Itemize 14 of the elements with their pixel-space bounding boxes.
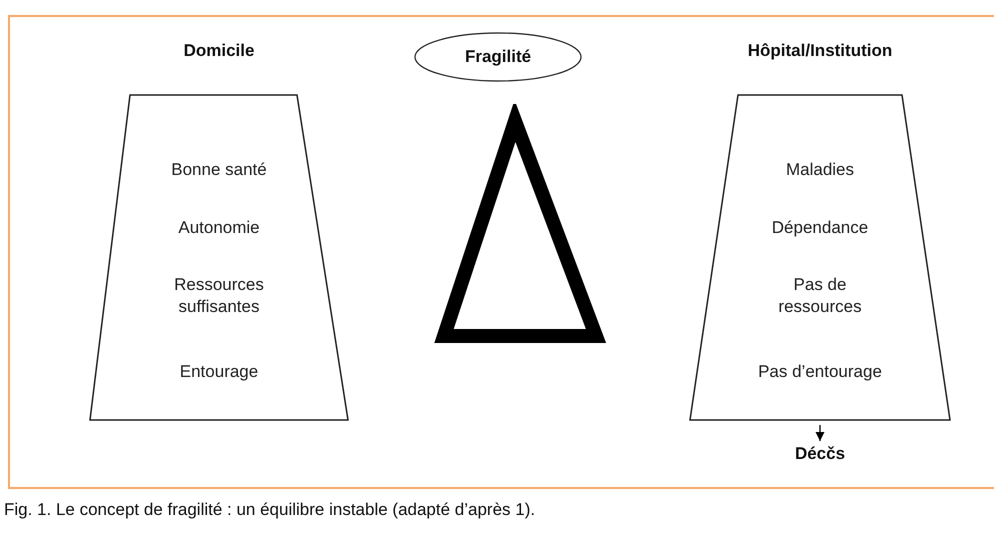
list-item: Maladies [784, 159, 856, 181]
list-item: Entourage [178, 361, 260, 383]
figure-caption: Fig. 1. Le concept de fragilité : un équilibre instable (adapté d’après 1). [4, 500, 536, 520]
list-item: Pas d’entourage [757, 361, 883, 383]
list-item: Bonne santé [170, 159, 268, 181]
list-item: Pas de ressources [777, 274, 863, 318]
arrow [816, 425, 824, 441]
list-item: Autonomie [177, 217, 261, 239]
list-item: Ressources suffisantes [173, 274, 265, 318]
node-label: Fragilité [464, 46, 532, 68]
group-heading: Domicile [182, 40, 256, 62]
outcome-label: Décčs [794, 443, 846, 465]
group-heading: Hôpital/Institution [746, 40, 894, 62]
list-item: Dépendance [770, 217, 870, 239]
